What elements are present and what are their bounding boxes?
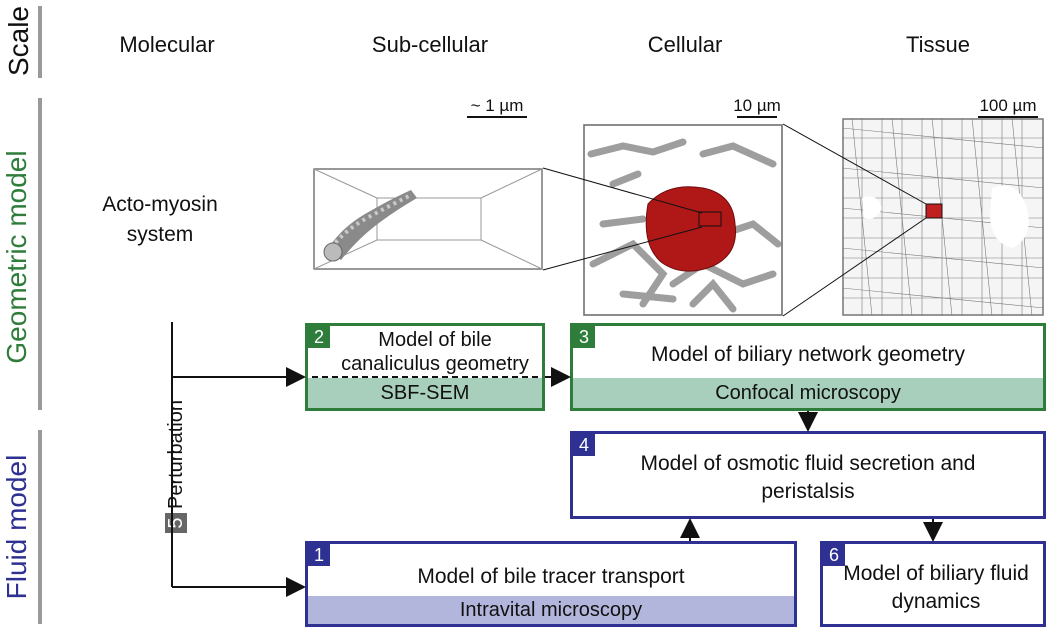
box-4-number: 4 (573, 434, 595, 456)
acto-myosin-label: Acto-myosin system (102, 193, 218, 246)
box-bile-canaliculus-model: 2 Model of bile canaliculus geometry SBF… (305, 323, 545, 411)
box-6-title: Model of biliary fluid dynamics (843, 562, 1029, 613)
scale-bar-subcellular-line (467, 116, 527, 118)
box-2-dashed-divider (312, 376, 538, 378)
scale-bar-cellular-label: 10 µm (733, 96, 781, 115)
scale-bar-cellular: 10 µm (722, 96, 792, 118)
box-2-title: Model of bile canaliculus geometry (341, 329, 529, 375)
scale-bar-tissue-label: 100 µm (979, 96, 1037, 115)
cellular-network-image (583, 124, 783, 316)
scale-bar-cellular-line (737, 116, 777, 118)
column-cellular: Cellular (647, 32, 723, 57)
box-osmotic-secretion-model: 4 Model of osmotic fluid secretion and p… (570, 431, 1046, 519)
geometric-row-bar (38, 98, 42, 410)
box-2-number: 2 (308, 326, 330, 348)
scale-bar-tissue-line (978, 116, 1038, 118)
box-2-band: SBF-SEM (308, 378, 542, 408)
box-6-number: 6 (823, 544, 845, 566)
scale-bar-tissue: 100 µm (968, 96, 1048, 118)
scale-bar-subcellular-label: ~ 1 µm (470, 96, 524, 115)
box-3-band: Confocal microscopy (573, 378, 1043, 408)
column-tissue: Tissue (906, 32, 970, 57)
box-3-title: Model of biliary network geometry (651, 343, 965, 366)
scale-bar-subcellular: ~ 1 µm (462, 96, 532, 118)
box-3-number: 3 (573, 326, 595, 348)
box-biliary-network-model: 3 Model of biliary network geometry Conf… (570, 323, 1046, 411)
column-subcellular: Sub-cellular (371, 32, 489, 57)
box-4-title: Model of osmotic fluid secretion and per… (640, 452, 976, 503)
box-1-title: Model of bile tracer transport (417, 565, 685, 588)
fluid-row-bar (38, 430, 42, 624)
tissue-network-image (842, 118, 1044, 316)
box-1-band: Intravital microscopy (308, 596, 794, 624)
bile-canaliculus-image (313, 168, 543, 270)
column-molecular: Molecular (119, 32, 215, 57)
box-bile-tracer-model: 1 Model of bile tracer transport Intravi… (305, 541, 797, 627)
box-biliary-fluid-dynamics-model: 6 Model of biliary fluid dynamics (820, 541, 1046, 627)
scale-row-bar (38, 6, 42, 78)
box-1-number: 1 (308, 544, 330, 566)
